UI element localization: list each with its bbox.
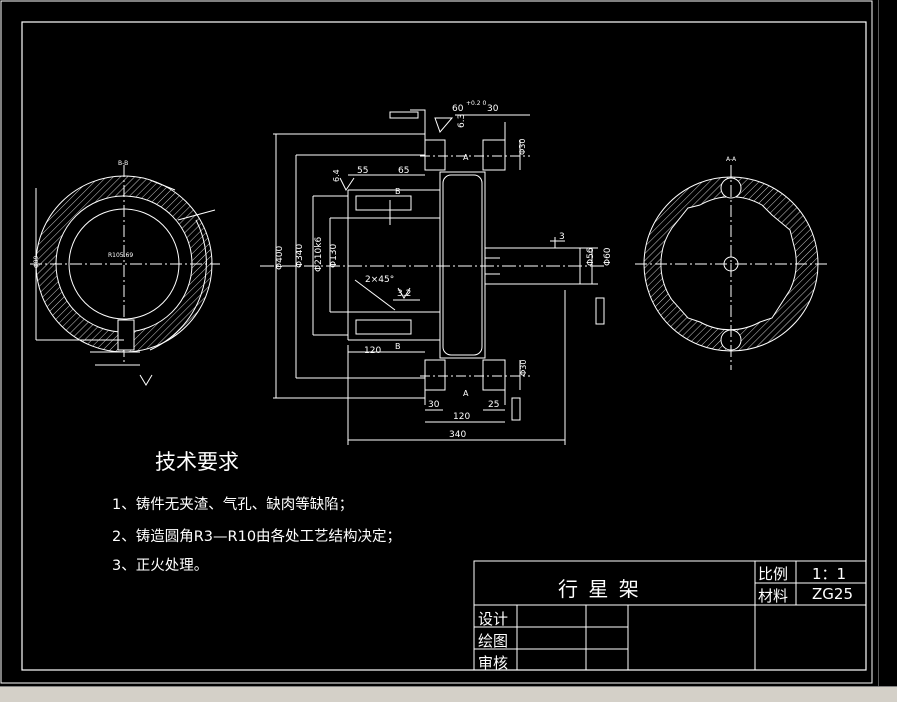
dim-d400: Φ400 xyxy=(275,245,285,270)
dim-120-upper: 120 xyxy=(364,346,381,356)
drawing-svg: B-B R105.69 Φ89 xyxy=(0,0,873,684)
section-aa-label: A-A xyxy=(726,156,737,163)
dim-d340: Φ340 xyxy=(295,243,305,268)
design-label: 设计 xyxy=(478,610,509,628)
roughness-64: 6.4 xyxy=(332,169,341,182)
tech-requirement-3: 3、正火处理。 xyxy=(112,558,209,574)
material-label: 材料 xyxy=(758,587,789,605)
dim-phi30-bottom: Φ30 xyxy=(519,360,528,376)
dim-phi30-top: Φ30 xyxy=(518,139,527,155)
dim-top-30: 30 xyxy=(487,104,499,114)
left-view-radius-label: R105.69 xyxy=(108,252,133,259)
left-view-bb xyxy=(30,165,220,386)
outer-frame xyxy=(0,0,873,684)
main-view-dimensions: 60 +0.2 0 30 Φ400 Φ340 Φ210k6 Φ130 55 65… xyxy=(275,100,613,440)
letter-b-top: B xyxy=(395,187,401,196)
horizontal-scrollbar[interactable] xyxy=(0,686,897,702)
dim-55: 55 xyxy=(357,166,368,176)
vertical-scrollbar[interactable] xyxy=(878,0,897,701)
dim-30: 30 xyxy=(428,400,440,410)
inner-frame xyxy=(21,21,867,671)
dim-3: 3 xyxy=(559,232,565,242)
dim-phi56: Φ56 xyxy=(586,247,596,266)
letter-b-bottom: B xyxy=(395,342,401,351)
dim-25: 25 xyxy=(488,400,499,410)
material-value: ZG25 xyxy=(812,585,853,603)
main-section-view xyxy=(260,109,605,445)
section-bb-label: B-B xyxy=(118,160,128,167)
scale-label: 比例 xyxy=(758,565,789,583)
left-dim-phi89: Φ89 xyxy=(33,255,40,268)
title-block xyxy=(473,560,867,671)
dim-d130: Φ130 xyxy=(329,243,339,268)
dim-d210: Φ210k6 xyxy=(314,237,324,272)
part-name: 行 星 架 xyxy=(558,577,641,601)
roughness-63: 6.3 xyxy=(457,114,467,128)
dim-top-60: 60 xyxy=(452,104,464,114)
letter-a-top: A xyxy=(463,153,469,162)
dim-chamfer: 2×45° xyxy=(365,275,394,285)
dim-roughness-32: 3.2 xyxy=(397,289,411,299)
dim-65: 65 xyxy=(398,166,409,176)
right-view-aa xyxy=(635,165,828,370)
review-label: 审核 xyxy=(478,654,509,672)
dim-top-tol: +0.2 0 xyxy=(466,100,486,107)
dim-340: 340 xyxy=(449,430,466,440)
dim-120-lower: 120 xyxy=(453,412,470,422)
scale-value: 1：1 xyxy=(812,565,847,583)
tech-requirement-1: 1、铸件无夹渣、气孔、缺肉等缺陷； xyxy=(112,497,354,513)
dim-phi60: Φ60 xyxy=(603,247,613,266)
tech-requirement-2: 2、铸造圆角R3—R10由各处工艺结构决定； xyxy=(112,529,402,545)
drawing-label: 绘图 xyxy=(478,632,509,650)
letter-a-bottom: A xyxy=(463,389,469,398)
tech-requirements-title: 技术要求 xyxy=(155,450,239,474)
